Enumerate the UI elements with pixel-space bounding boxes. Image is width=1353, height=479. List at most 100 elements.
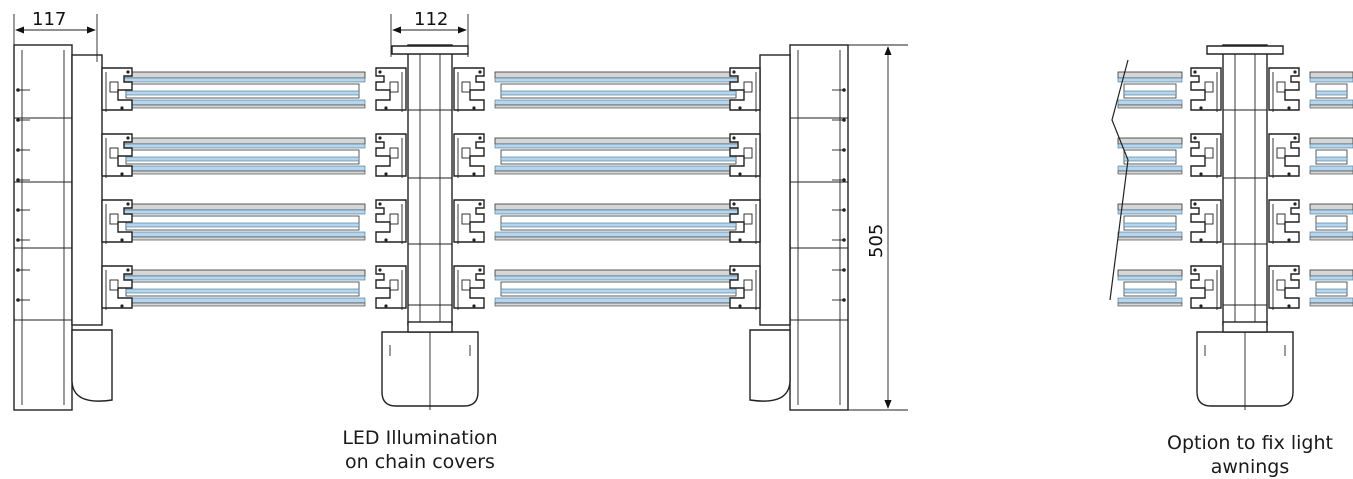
- led-strip: [125, 222, 360, 228]
- led-strip: [1309, 143, 1353, 149]
- bracket-fitting: [1268, 67, 1300, 112]
- bracket-fitting: [1190, 265, 1222, 310]
- led-strip: [500, 156, 737, 162]
- bracket-fitting: [1268, 265, 1300, 310]
- led-strip: [119, 77, 366, 83]
- chain-cover: [749, 329, 791, 402]
- dimension-left-post: 117: [13, 9, 98, 62]
- light-beam: [1117, 71, 1183, 109]
- light-beam: [494, 203, 743, 241]
- led-strip: [1315, 222, 1348, 228]
- middle-post: [375, 44, 485, 410]
- led-strip: [1117, 231, 1183, 238]
- led-strip: [119, 143, 366, 149]
- caption-led-illumination: LED Illumination on chain covers: [300, 426, 540, 474]
- led-strip: [1123, 288, 1177, 294]
- light-beam: [1309, 137, 1353, 175]
- bracket-fitting: [375, 265, 407, 310]
- light-beam: [1309, 269, 1353, 307]
- led-strip: [119, 165, 366, 172]
- led-strip: [1309, 99, 1353, 106]
- led-strip: [494, 209, 743, 215]
- dimension-label-505: 505: [866, 224, 887, 258]
- caption-light-awnings: Option to fix light awnings: [1130, 431, 1353, 479]
- led-strip: [1315, 90, 1348, 96]
- light-beam: [119, 137, 366, 175]
- led-strip: [1117, 275, 1183, 281]
- light-beam-layer: [119, 71, 1353, 307]
- caption-left-line-1: LED Illumination: [342, 427, 498, 449]
- bracket-fitting: [375, 199, 407, 244]
- dimension-middle-post: 112: [390, 9, 469, 57]
- led-strip: [500, 288, 737, 294]
- bracket-fitting: [101, 265, 133, 310]
- right-end-post: [729, 44, 849, 411]
- light-beam: [1117, 137, 1183, 175]
- light-beam: [1309, 203, 1353, 241]
- left-end-post: [13, 44, 133, 411]
- dimension-label-117: 117: [32, 9, 66, 30]
- led-strip: [125, 90, 360, 96]
- post-profiles-layer: [13, 44, 1300, 411]
- caption-right-line-2: awnings: [1210, 456, 1290, 478]
- light-beam: [494, 269, 743, 307]
- led-strip: [1123, 156, 1177, 162]
- led-strip: [494, 231, 743, 238]
- caption-left-line-2: on chain covers: [345, 451, 495, 473]
- led-strip: [494, 99, 743, 106]
- led-strip: [1309, 77, 1353, 83]
- bracket-fitting: [453, 265, 485, 310]
- bracket-fitting: [453, 199, 485, 244]
- led-strip: [494, 297, 743, 304]
- led-strip: [494, 165, 743, 172]
- bracket-fitting: [1190, 199, 1222, 244]
- bracket-fitting: [1268, 199, 1300, 244]
- led-strip: [119, 99, 366, 106]
- bracket-fitting: [1268, 133, 1300, 178]
- led-strip: [119, 275, 366, 281]
- bracket-fitting: [729, 199, 761, 244]
- led-strip: [1117, 143, 1183, 149]
- bracket-fitting: [375, 67, 407, 112]
- led-strip: [119, 231, 366, 238]
- led-strip: [500, 222, 737, 228]
- bracket-fitting: [101, 199, 133, 244]
- bracket-fitting: [729, 133, 761, 178]
- led-strip: [1309, 275, 1353, 281]
- led-strip: [119, 209, 366, 215]
- led-strip: [1309, 297, 1353, 304]
- bracket-fitting: [729, 265, 761, 310]
- bracket-fitting: [1190, 67, 1222, 112]
- light-beam: [119, 269, 366, 307]
- led-strip: [1315, 288, 1348, 294]
- bracket-fitting: [101, 67, 133, 112]
- led-strip: [125, 156, 360, 162]
- light-beam: [1117, 269, 1183, 307]
- bracket-fitting: [453, 133, 485, 178]
- led-strip: [1123, 222, 1177, 228]
- led-strip: [1117, 99, 1183, 106]
- light-beam: [1117, 203, 1183, 241]
- light-beam: [119, 203, 366, 241]
- led-strip: [1117, 297, 1183, 304]
- led-strip: [494, 143, 743, 149]
- led-strip: [500, 90, 737, 96]
- bracket-fitting: [1190, 133, 1222, 178]
- led-strip: [494, 77, 743, 83]
- caption-right-line-1: Option to fix light: [1167, 432, 1333, 454]
- dimension-height: 505: [848, 44, 908, 411]
- dimension-label-112: 112: [414, 9, 448, 30]
- led-strip: [1117, 209, 1183, 215]
- light-beam: [119, 71, 366, 109]
- bracket-fitting: [729, 67, 761, 112]
- bracket-fitting: [375, 133, 407, 178]
- bracket-fitting: [101, 133, 133, 178]
- led-strip: [1309, 209, 1353, 215]
- led-strip: [1117, 77, 1183, 83]
- led-strip: [1309, 165, 1353, 172]
- detail-post: [1190, 44, 1300, 410]
- chain-cover: [71, 329, 113, 402]
- led-strip: [1315, 156, 1348, 162]
- led-strip: [494, 275, 743, 281]
